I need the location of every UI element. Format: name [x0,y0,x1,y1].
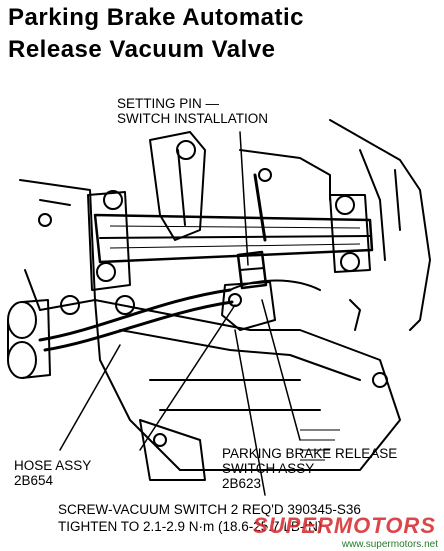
watermark-brand: SUPERMOTORS [253,513,436,538]
callout-hose-assy-line-2: 2B654 [14,473,54,488]
title-line-2: Release Vacuum Valve [8,36,276,63]
callout-setting-pin-line-1: SETTING PIN — [117,96,220,111]
callout-hose-assy-line-1: HOSE ASSY [14,458,92,473]
callout-screw-line-2: TIGHTEN TO 2.1-2.9 N·m (18.6-25.7 LB-IN) [58,519,323,534]
title-line-1: Parking Brake Automatic [8,4,305,31]
callout-release-switch-line-3: 2B623 [222,476,262,491]
callout-release-switch-line-2: SWITCH ASSY [222,461,315,476]
callout-hose-assy: HOSE ASSY 2B654 [14,458,91,488]
callout-screw-line-1: SCREW-VACUUM SWITCH 2 REQ'D 390345-S36 [58,502,361,517]
callout-release-switch: PARKING BRAKE RELEASE SWITCH ASSY 2B623 [222,446,397,491]
callout-setting-pin: SETTING PIN — SWITCH INSTALLATION [117,96,268,126]
watermark-url: www.supermotors.net [341,539,438,550]
callout-setting-pin-line-2: SWITCH INSTALLATION [117,111,269,126]
callout-release-switch-line-1: PARKING BRAKE RELEASE [222,446,398,461]
